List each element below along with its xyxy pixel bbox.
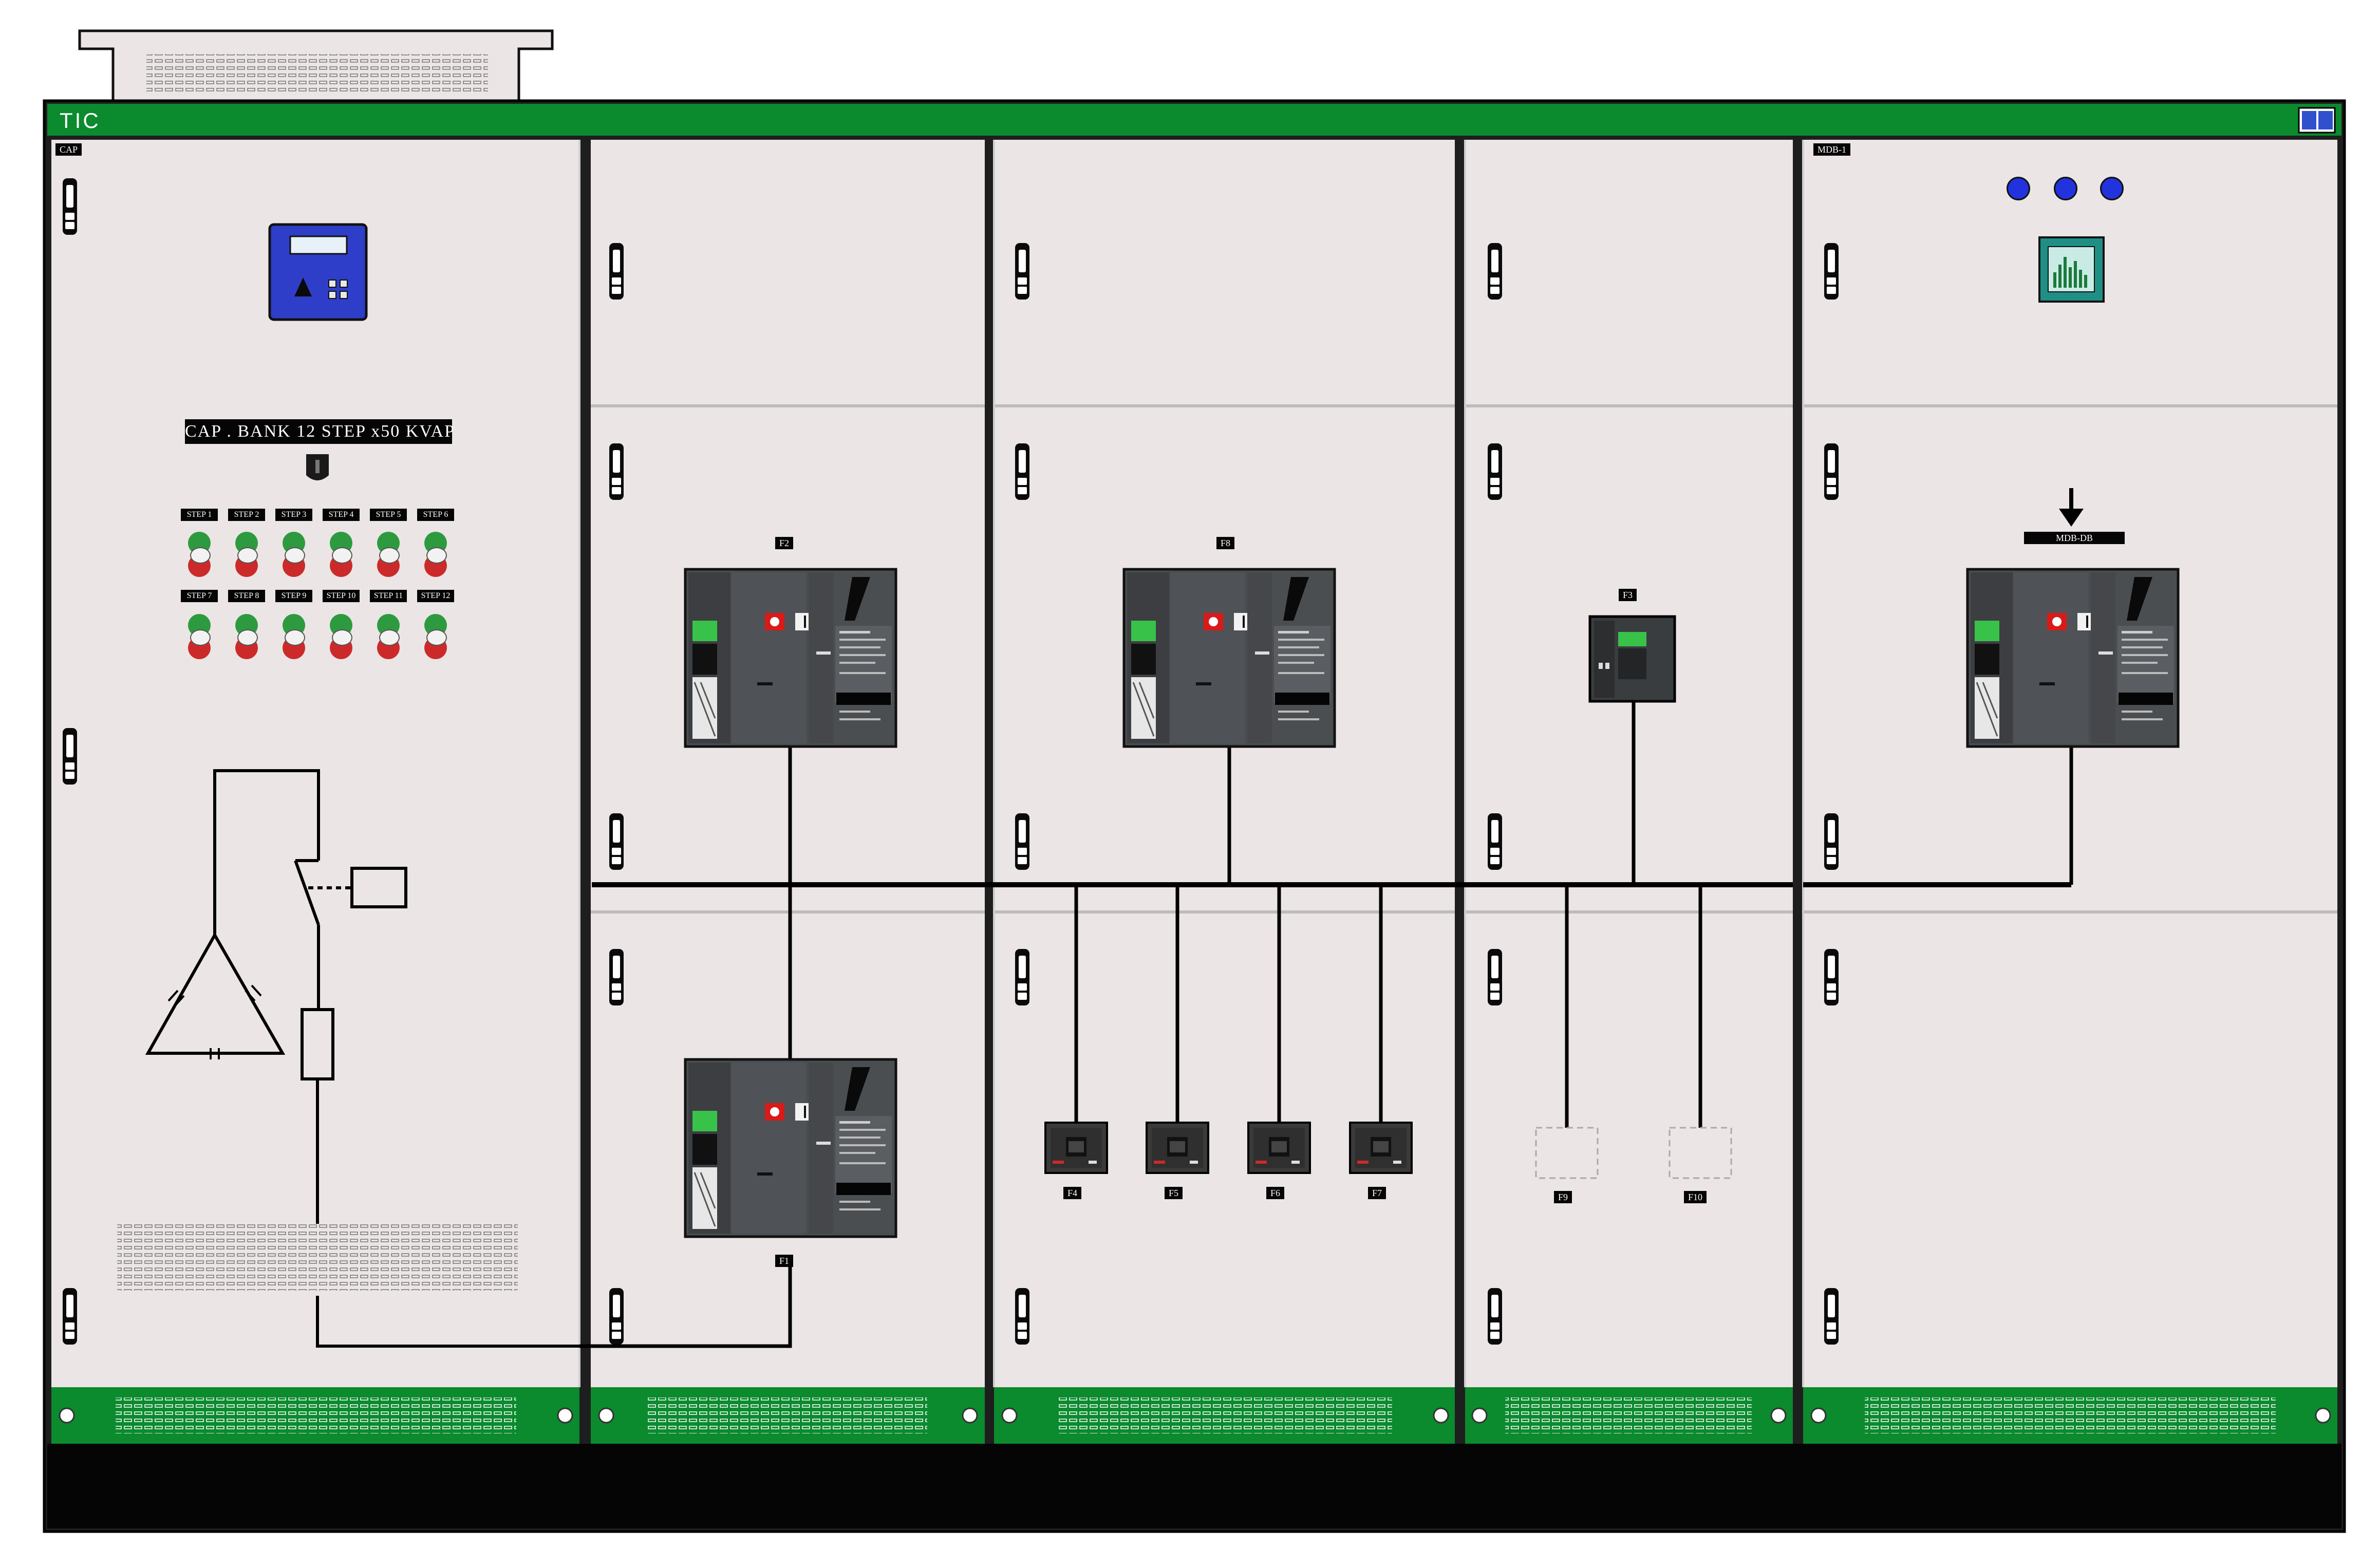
step-control-button[interactable]	[283, 532, 305, 577]
step-label: STEP 3	[275, 509, 312, 521]
step-label: STEP 10	[323, 590, 360, 602]
pilot-lamp-l3	[2100, 177, 2124, 200]
label-f3: F3	[1619, 589, 1637, 601]
column-4	[1465, 140, 1793, 1388]
step-label: STEP 4	[323, 509, 360, 521]
pilot-lamp-l1	[2007, 177, 2030, 200]
step-label: STEP 1	[181, 509, 218, 521]
step-label: STEP 6	[417, 509, 454, 521]
step-label: STEP 12	[417, 590, 454, 602]
step-label: STEP 8	[228, 590, 265, 602]
step-control-button[interactable]	[424, 614, 447, 659]
step-label: STEP 9	[275, 590, 312, 602]
step-label: STEP 11	[370, 590, 407, 602]
label-f7: F7	[1368, 1187, 1386, 1199]
pilot-lamp-l2	[2054, 177, 2077, 200]
column-3	[994, 140, 1455, 1388]
label-f4: F4	[1063, 1187, 1082, 1199]
step-label: STEP 7	[181, 590, 218, 602]
tag-mdb1: MDB-1	[1813, 143, 1851, 156]
label-f10: F10	[1684, 1191, 1707, 1203]
step-label: STEP 2	[228, 509, 265, 521]
column-cap	[51, 140, 579, 1388]
label-f2: F2	[775, 537, 794, 549]
brand-logo: TIC	[60, 108, 101, 133]
step-control-button[interactable]	[188, 532, 211, 577]
step-control-button[interactable]	[330, 532, 352, 577]
step-control-button[interactable]	[235, 532, 258, 577]
step-label: STEP 5	[370, 509, 407, 521]
step-control-button[interactable]	[235, 614, 258, 659]
label-f9: F9	[1554, 1191, 1572, 1203]
step-control-button[interactable]	[283, 614, 305, 659]
label-f5: F5	[1165, 1187, 1183, 1199]
step-control-button[interactable]	[188, 614, 211, 659]
step-control-button[interactable]	[330, 614, 352, 659]
cap-bank-title: CAP . BANK 12 STEP x50 KVAP	[185, 419, 454, 444]
label-f8: F8	[1216, 537, 1235, 549]
step-control-button[interactable]	[424, 532, 447, 577]
label-mdb-db: MDB-DB	[2024, 532, 2125, 544]
step-control-button[interactable]	[377, 532, 400, 577]
tag-cap: CAP	[55, 143, 82, 156]
label-f1: F1	[775, 1255, 794, 1267]
label-f6: F6	[1266, 1187, 1285, 1199]
step-control-button[interactable]	[377, 614, 400, 659]
